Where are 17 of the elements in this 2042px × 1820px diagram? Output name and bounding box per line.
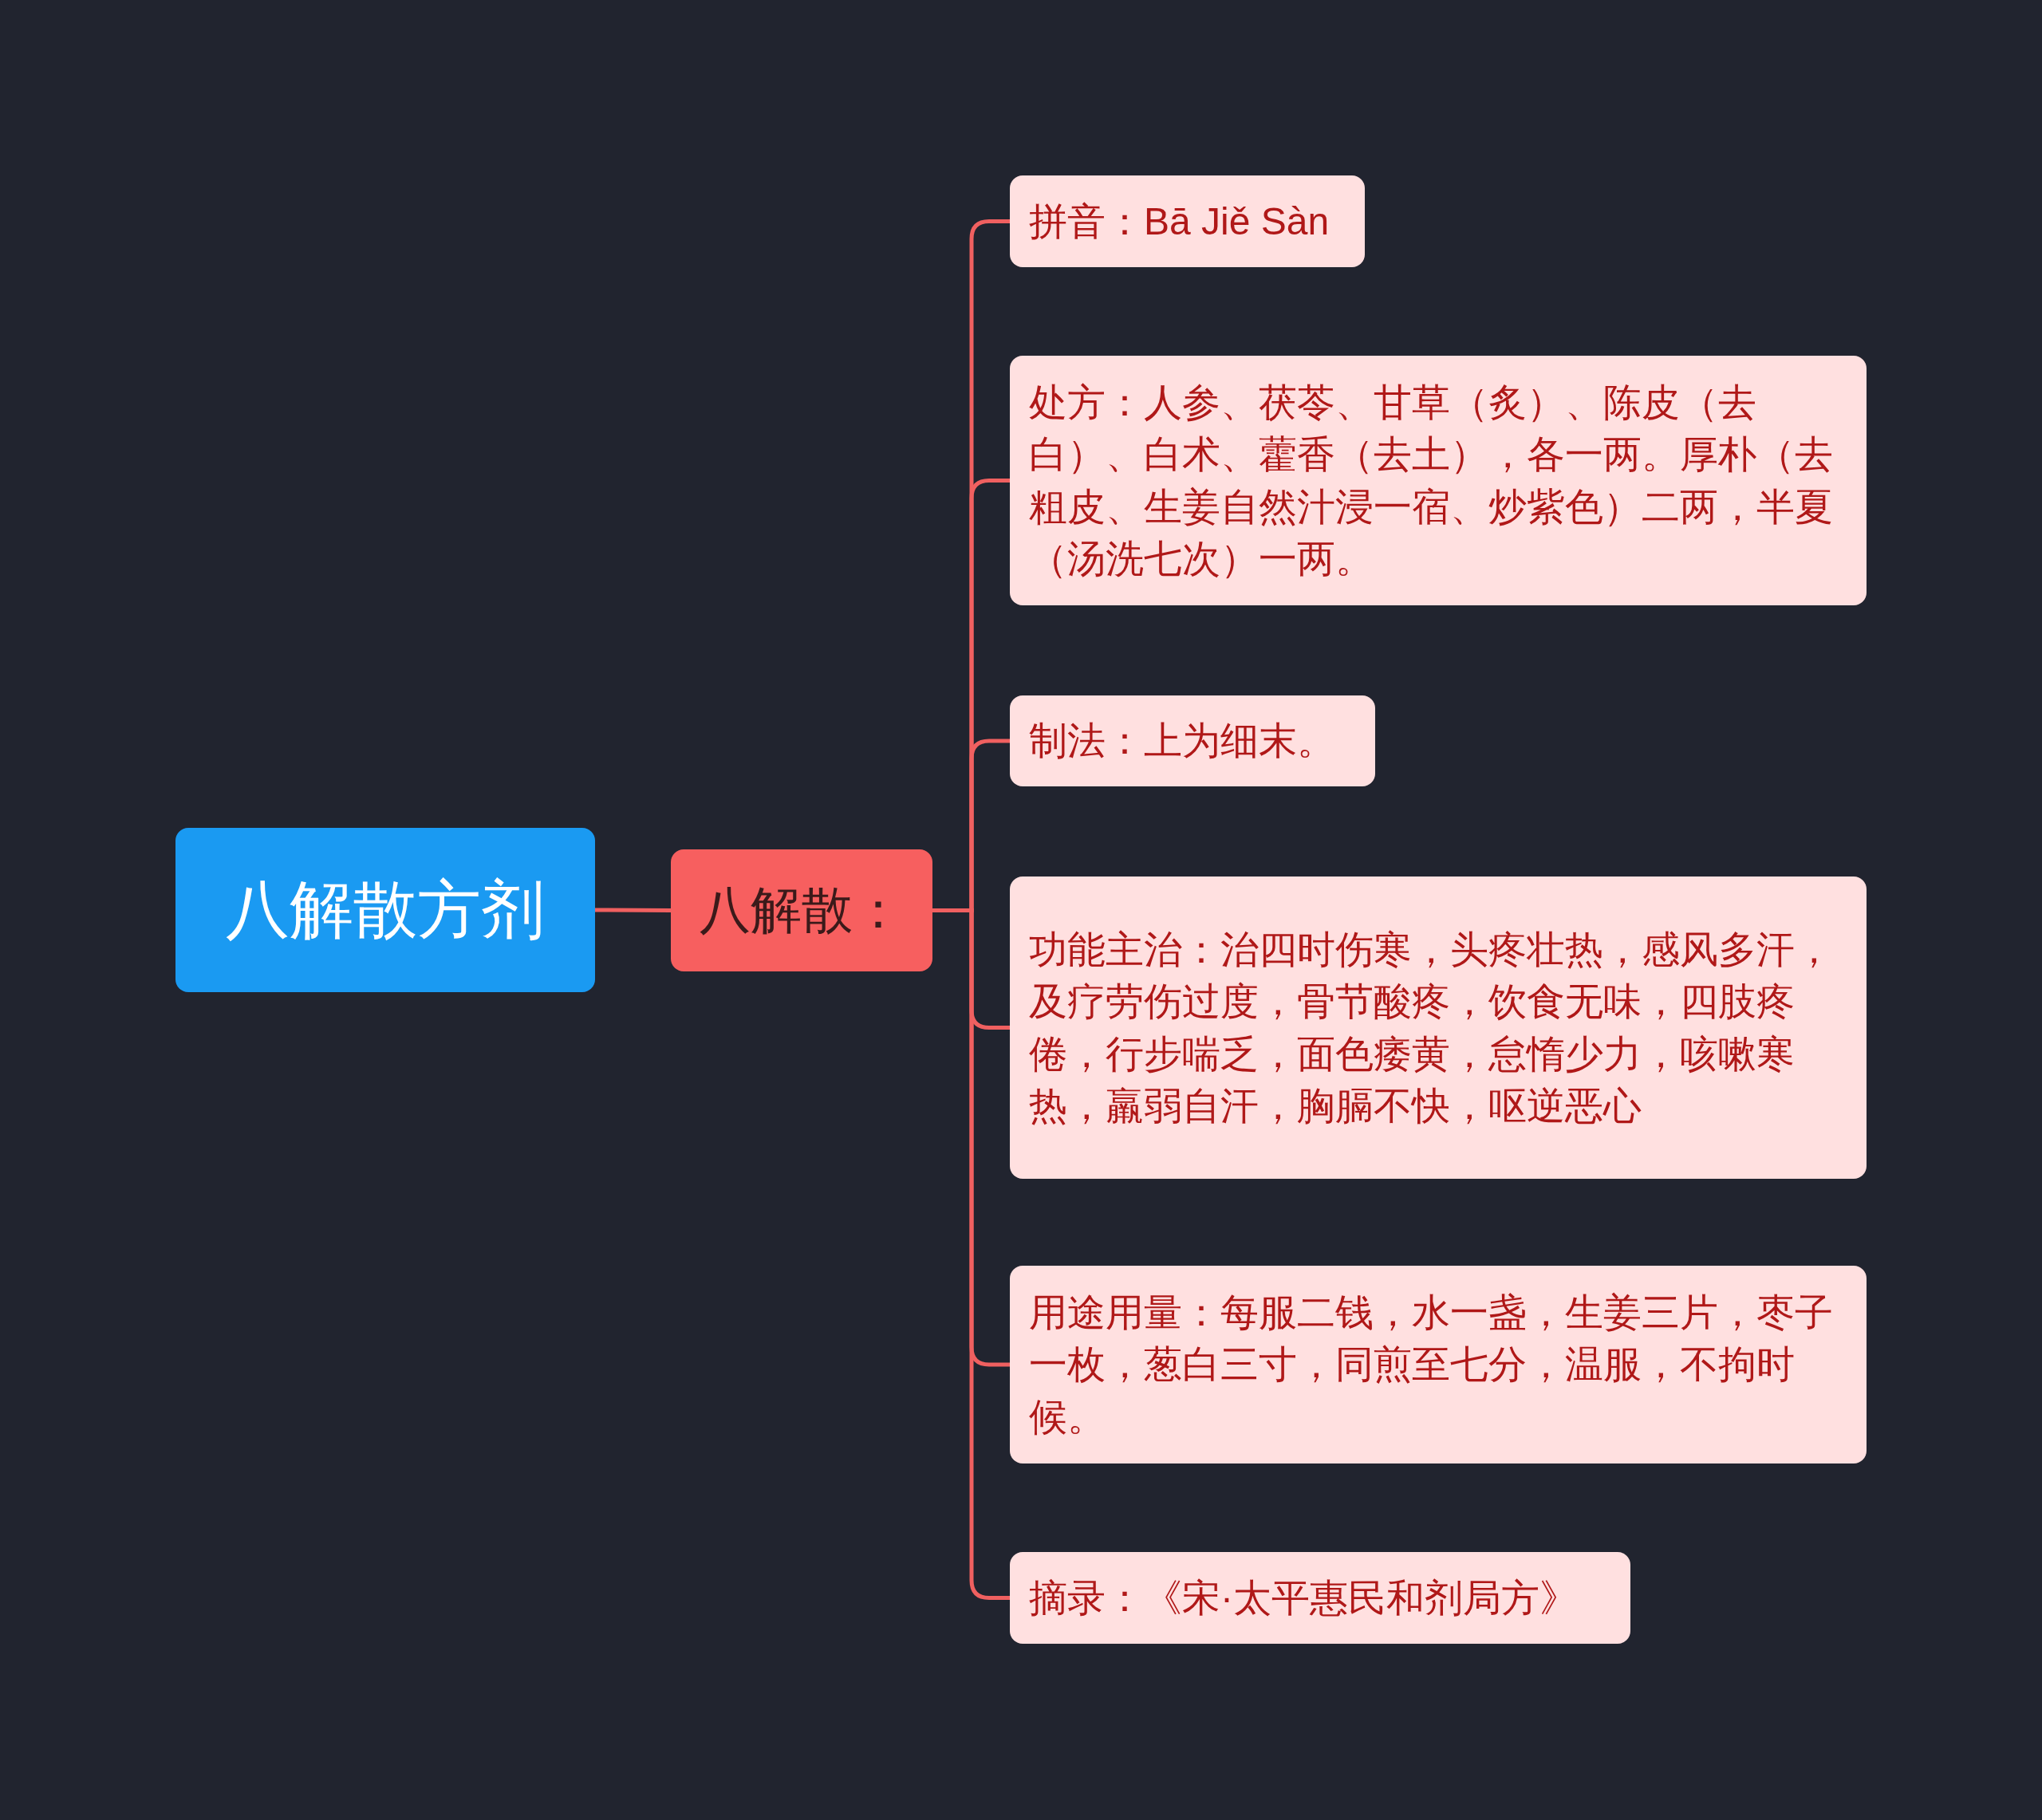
- detail-box: [1010, 695, 1375, 786]
- detail-box: [1010, 356, 1867, 605]
- detail-text: 摘录：《宋·太平惠民和剂局方》: [1029, 1575, 1578, 1621]
- detail-box: [1010, 1266, 1867, 1463]
- detail-box: [1010, 877, 1867, 1179]
- detail-text: 制法：上为细末。: [1029, 719, 1335, 764]
- detail-text: 用途用量：每服二钱，水一盏，生姜三片，枣子一枚，葱白三寸，同煎至七分，温服，不拘时候。: [1029, 1290, 1834, 1440]
- subtopic-box: [671, 849, 932, 971]
- topic-label: 八解散：: [700, 880, 904, 940]
- topic-label: 八解散方剂: [226, 873, 545, 947]
- detail-box: [1010, 175, 1365, 267]
- detail-text: 拼音：Bā Jiě Sàn: [1029, 199, 1330, 244]
- detail-text: 处方：人参、茯苓、甘草（炙）、陈皮（去白）、白术、藿香（去土），各一两。厚朴（去粗皮、生姜自然汁浸一宿、炒紫色）二两，半夏（汤洗七次）一两。: [1029, 380, 1834, 581]
- detail-box: [1010, 1552, 1630, 1644]
- topic-box: [175, 828, 595, 992]
- detail-text: 功能主治：治四时伤寒，头疼壮热，感风多汗，及疗劳伤过度，骨节酸疼，饮食无味，四肢疼倦，行步喘乏，面色痿黄，怠惰少力，咳嗽寒热，羸弱自汗，胸膈不快，呕逆恶心: [1029, 927, 1834, 1129]
- connector-line: [595, 908, 671, 912]
